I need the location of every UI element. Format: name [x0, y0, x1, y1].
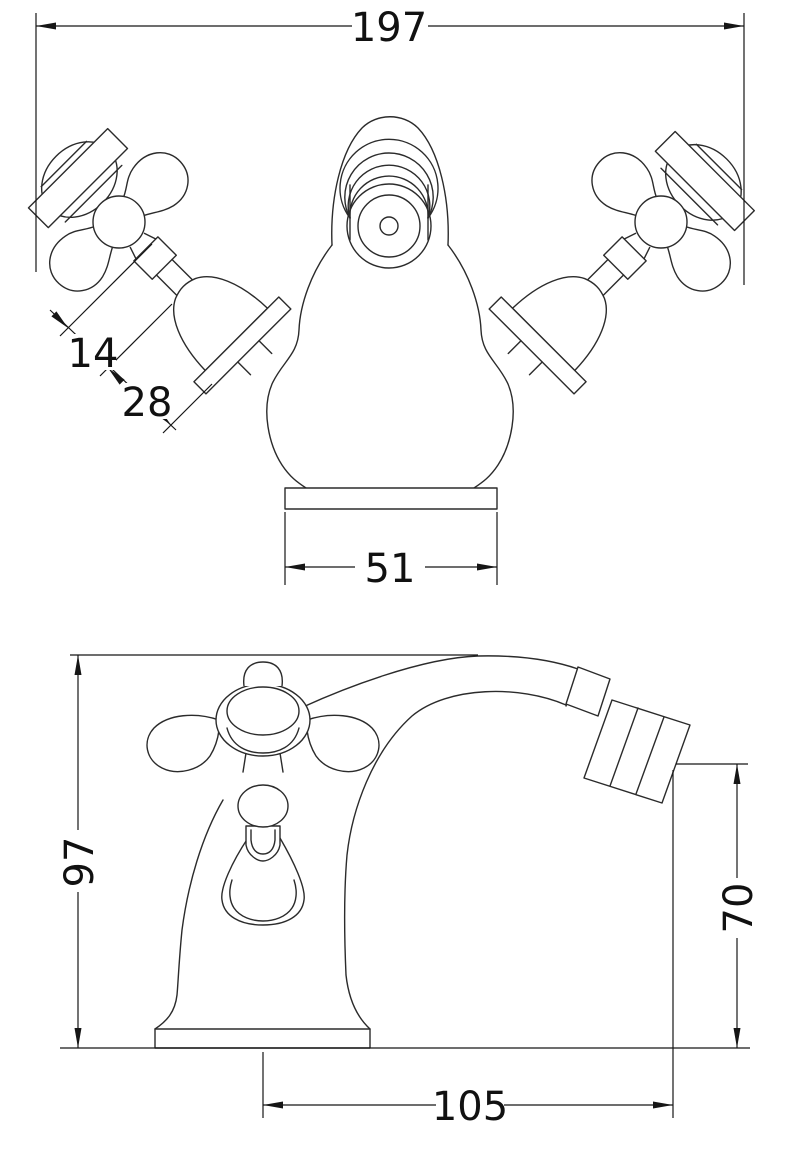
dim-overall-height: 97: [57, 654, 478, 1048]
dim-outlet-height-label: 70: [716, 883, 762, 934]
dim-handle-segments: 14 28: [49, 243, 213, 434]
handle-stem: [245, 825, 281, 862]
dim-overall-height-label: 97: [57, 837, 103, 888]
handle-arm-lobe: [122, 152, 189, 217]
side-body: [146, 655, 691, 1049]
handle-cap: [243, 661, 283, 687]
handle-hub: [634, 195, 688, 249]
handle-arm-lobe: [666, 225, 731, 292]
dim-base-width-label: 51: [365, 546, 416, 592]
aerator: [583, 699, 691, 804]
side-view: 97 70 105: [57, 654, 762, 1130]
valve-flange: [488, 296, 587, 395]
dim-handle-segment-small-label: 14: [68, 331, 119, 377]
handle-arm-lobe: [306, 714, 380, 773]
drain-knob: [221, 837, 305, 926]
valve-bell: [511, 276, 607, 372]
side-cross-handle: [146, 661, 380, 828]
valve-bell: [173, 276, 269, 372]
spout-connector: [565, 666, 611, 717]
handle-arm-lobe: [49, 225, 114, 292]
front-right-handle: [488, 130, 756, 395]
handle-hub: [92, 195, 146, 249]
dim-base-width: 51: [284, 512, 498, 592]
dim-overall-width: 197: [35, 5, 745, 285]
side-base-plate: [154, 1028, 371, 1049]
front-view: 197 14 28 51: [27, 5, 756, 592]
dim-spout-reach: 105: [262, 770, 674, 1130]
front-body: [266, 116, 514, 510]
dim-spout-reach-label: 105: [432, 1084, 508, 1130]
handle-arm-lobe: [591, 152, 658, 217]
dim-overall-width-label: 197: [351, 5, 427, 51]
valve-flange: [193, 296, 292, 395]
front-left-handle: [27, 127, 292, 395]
handle-arm-lobe: [146, 714, 220, 773]
dim-outlet-height: 70: [676, 763, 762, 1048]
dim-handle-segment-large-label: 28: [122, 380, 173, 426]
front-base-plate: [284, 487, 498, 510]
